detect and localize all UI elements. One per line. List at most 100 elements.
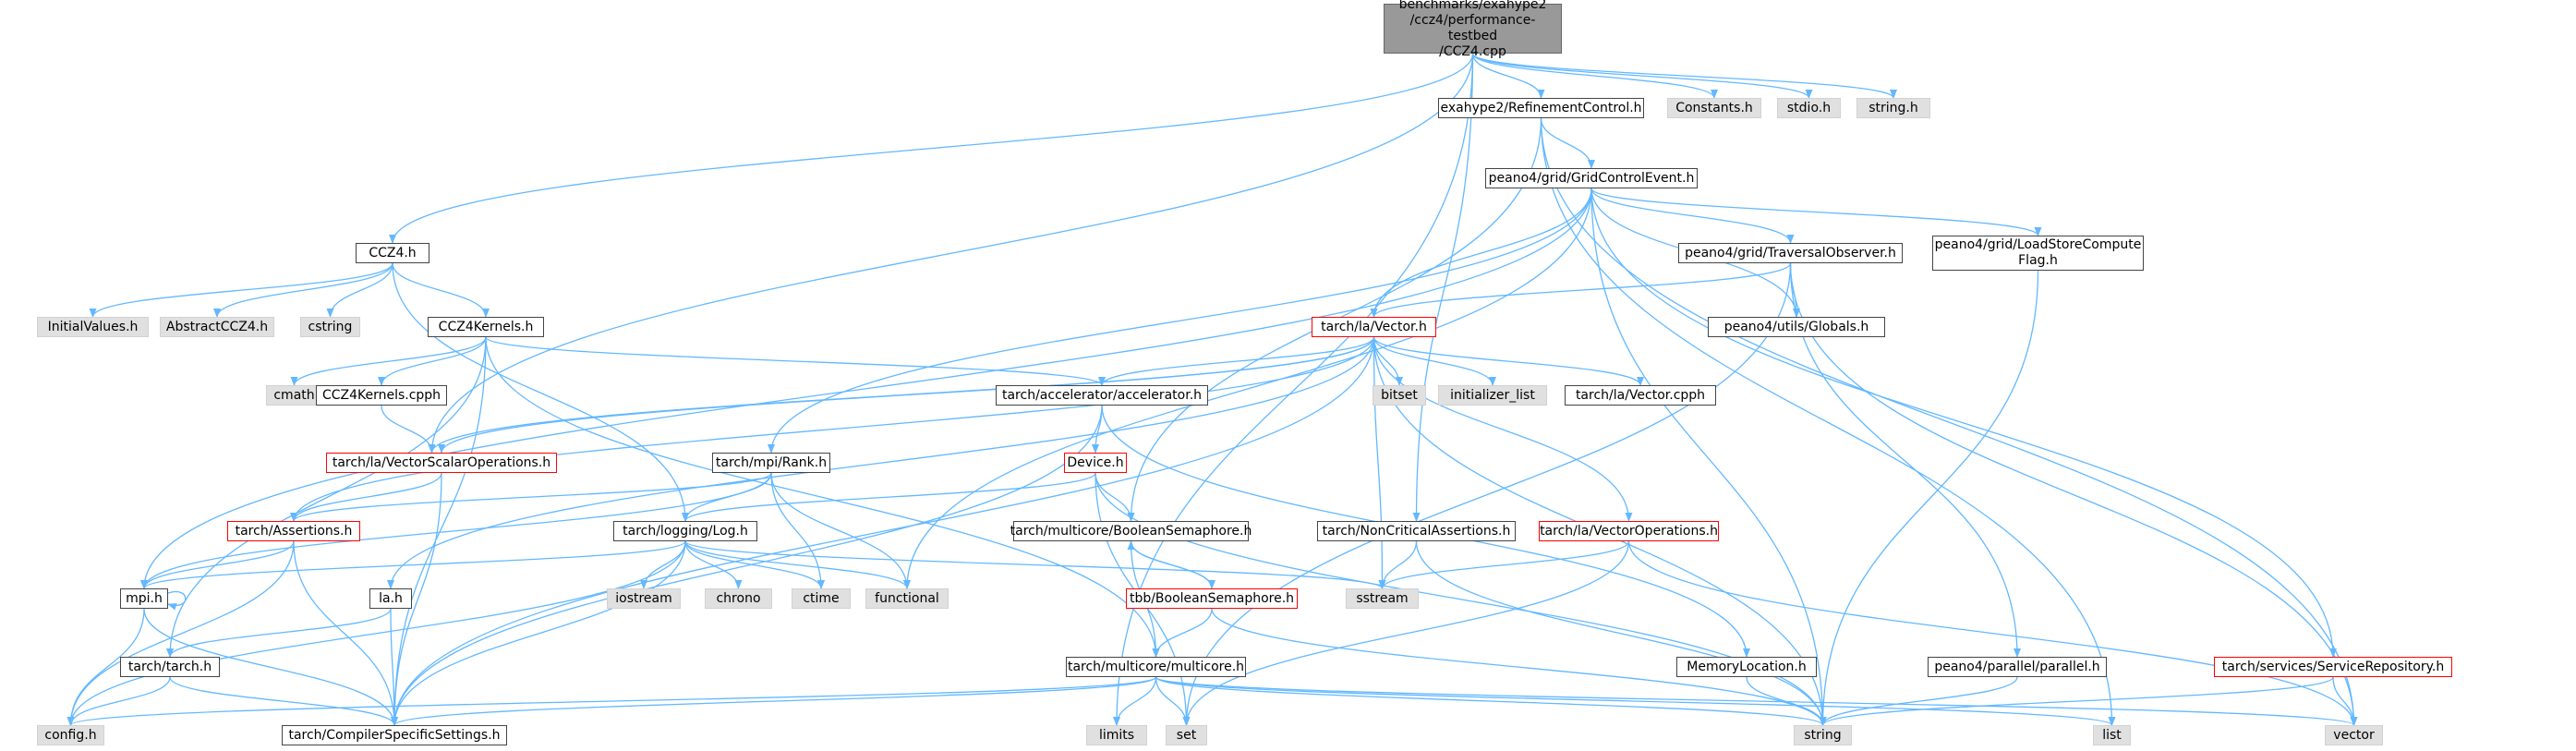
node-config-h[interactable]: config.h bbox=[37, 725, 104, 745]
node-set[interactable]: set bbox=[1166, 725, 1207, 745]
node-iostream[interactable]: iostream bbox=[607, 588, 681, 609]
node-vector-operations[interactable]: tarch/la/VectorOperations.h bbox=[1539, 521, 1719, 541]
node-noncritical-assertions[interactable]: tarch/NonCriticalAssertions.h bbox=[1317, 521, 1516, 541]
edge-noncritical-to-sstream bbox=[1378, 540, 1418, 589]
node-device-h[interactable]: Device.h bbox=[1064, 453, 1127, 473]
edge-kernelscpph-to-algorithm bbox=[381, 405, 436, 454]
edge-ccz4kernels-to-multicore bbox=[485, 336, 1160, 658]
edge-log-to-functional bbox=[684, 540, 911, 589]
edge-root-to-noncritical bbox=[1412, 53, 1474, 522]
edge-loadstore-to-string bbox=[1819, 270, 2039, 726]
edge-log-to-sstream bbox=[684, 540, 1386, 589]
edge-gridcontrol-to-loadstore bbox=[1590, 188, 2042, 236]
edge-multicore-to-list bbox=[1155, 676, 2116, 726]
node-initial-values[interactable]: InitialValues.h bbox=[37, 317, 149, 337]
edge-vectorops-to-set bbox=[1182, 540, 1630, 726]
edge-log-to-ctime bbox=[684, 540, 825, 589]
node-functional[interactable]: functional bbox=[865, 588, 949, 609]
node-tarch-accelerator[interactable]: tarch/accelerator/accelerator.h bbox=[996, 385, 1208, 406]
edge-tbbsem-to-multicore bbox=[1152, 608, 1213, 658]
node-chrono[interactable]: chrono bbox=[705, 588, 772, 609]
node-service-repository[interactable]: tarch/services/ServiceRepository.h bbox=[2214, 657, 2452, 677]
edge-ccz4h-to-ccz4kernels bbox=[392, 262, 490, 318]
edge-ccz4h-to-cstring bbox=[326, 262, 393, 318]
node-tarch-assertions[interactable]: tarch/Assertions.h bbox=[227, 521, 360, 541]
edge-vector-to-vso bbox=[438, 336, 1375, 454]
edge-ccz4h-to-log bbox=[392, 262, 689, 522]
edge-tarchh-to-compiler bbox=[169, 676, 398, 726]
edge-root-to-stringh bbox=[1471, 53, 1897, 99]
node-cstring[interactable]: cstring bbox=[300, 317, 360, 337]
node-ccz4-kernels[interactable]: CCZ4Kernels.h bbox=[428, 317, 544, 337]
node-traversal-observer[interactable]: peano4/grid/TraversalObserver.h bbox=[1678, 243, 1903, 263]
node-abstract-ccz4[interactable]: AbstractCCZ4.h bbox=[160, 317, 274, 337]
node-vector-scalar-operations[interactable]: tarch/la/VectorScalarOperations.h bbox=[326, 453, 557, 473]
edge-assertions-to-compiler bbox=[293, 540, 398, 726]
edge-layer bbox=[67, 53, 2358, 726]
edge-vector-to-lah bbox=[387, 336, 1375, 589]
edge-rank-to-ctime bbox=[770, 472, 825, 589]
node-tarch-la-vector-cpph[interactable]: tarch/la/Vector.cpph bbox=[1565, 385, 1716, 406]
edge-servicerepo-to-string bbox=[1819, 676, 2334, 726]
node-sstream[interactable]: sstream bbox=[1346, 588, 1419, 609]
node-peano4-utils-globals[interactable]: peano4/utils/Globals.h bbox=[1708, 317, 1885, 337]
node-ccz4-kernels-cpph[interactable]: CCZ4Kernels.cpph bbox=[316, 385, 447, 406]
node-initializer-list[interactable]: initializer_list bbox=[1438, 385, 1547, 406]
edge-servicerepo-to-vectorstd bbox=[2332, 676, 2358, 726]
node-load-store-compute-flag[interactable]: peano4/grid/LoadStoreCompute Flag.h bbox=[1932, 236, 2144, 271]
edge-gridcontrol-to-servicerepo bbox=[1590, 188, 2337, 658]
node-vector-std[interactable]: vector bbox=[2325, 725, 2383, 745]
node-mpi-h[interactable]: mpi.h bbox=[120, 588, 168, 609]
node-string-h[interactable]: string.h bbox=[1856, 98, 1930, 118]
edge-vector-to-initlist bbox=[1373, 336, 1496, 386]
node-ccz4-h[interactable]: CCZ4.h bbox=[356, 243, 429, 263]
edge-mpi-to-compiler bbox=[143, 608, 398, 726]
node-stdio[interactable]: stdio.h bbox=[1777, 98, 1841, 118]
edge-root-to-stdio bbox=[1471, 53, 1813, 99]
node-multicore-h[interactable]: tarch/multicore/multicore.h bbox=[1066, 657, 1246, 677]
node-bitset[interactable]: bitset bbox=[1373, 385, 1426, 406]
node-tarch-tarch-h[interactable]: tarch/tarch.h bbox=[120, 657, 220, 677]
edge-log-to-mpi bbox=[140, 540, 686, 589]
edge-assertions-to-config bbox=[67, 540, 295, 726]
node-tarch-mpi-rank[interactable]: tarch/mpi/Rank.h bbox=[712, 453, 830, 473]
node-root-file[interactable]: benchmarks/exahype2 /ccz4/performance-te… bbox=[1384, 0, 1562, 59]
edge-root-to-constants bbox=[1471, 53, 1718, 99]
edge-assertions-to-mpi bbox=[140, 540, 295, 589]
node-limits[interactable]: limits bbox=[1086, 725, 1147, 745]
node-tarch-la-vector[interactable]: tarch/la/Vector.h bbox=[1312, 317, 1436, 337]
edge-lah-to-compiler bbox=[390, 608, 398, 726]
edge-accelerator-to-compiler bbox=[391, 405, 1103, 726]
node-constants[interactable]: Constants.h bbox=[1667, 98, 1761, 118]
edge-log-to-config bbox=[67, 540, 686, 726]
edge-tbbsem-to-string bbox=[1211, 608, 1827, 726]
edge-ccz4h-to-initialvalues bbox=[89, 262, 393, 318]
node-boolean-semaphore[interactable]: tarch/multicore/BooleanSemaphore.h bbox=[1010, 521, 1252, 541]
edge-gridcontrol-to-functional bbox=[903, 188, 1592, 589]
node-peano4-parallel[interactable]: peano4/parallel/parallel.h bbox=[1928, 657, 2107, 677]
node-la-h[interactable]: la.h bbox=[369, 588, 412, 609]
edge-tbbsem-to-boolsem bbox=[1127, 540, 1213, 589]
edge-vector-to-assertions bbox=[290, 336, 1375, 522]
edge-refinement-to-vectorstd bbox=[1540, 117, 2358, 726]
edge-gridcontrol-to-traversal bbox=[1590, 188, 1795, 244]
node-memory-location[interactable]: MemoryLocation.h bbox=[1676, 657, 1817, 677]
edge-vector-to-vectorops bbox=[1373, 336, 1633, 522]
node-refinement-control[interactable]: exahype2/RefinementControl.h bbox=[1438, 98, 1644, 118]
node-tbb-boolean-semaphore[interactable]: tbb/BooleanSemaphore.h bbox=[1126, 588, 1298, 609]
edge-multicore-to-string bbox=[1155, 676, 1827, 726]
edge-rank-to-functional bbox=[770, 472, 911, 589]
edge-rank-to-assertions bbox=[290, 472, 772, 522]
edge-vector-to-vectorcpph bbox=[1373, 336, 1644, 386]
node-compiler-specific-settings[interactable]: tarch/CompilerSpecificSettings.h bbox=[282, 725, 507, 745]
node-cmath[interactable]: cmath bbox=[266, 385, 322, 406]
edge-traversal-to-vectorstd bbox=[1789, 262, 2358, 726]
node-tarch-logging-log[interactable]: tarch/logging/Log.h bbox=[613, 521, 757, 541]
node-list[interactable]: list bbox=[2093, 725, 2131, 745]
node-ctime[interactable]: ctime bbox=[792, 588, 851, 609]
edge-log-to-chrono bbox=[684, 540, 743, 589]
edge-traversal-to-vector bbox=[1370, 262, 1792, 318]
edge-rank-to-mpi bbox=[140, 472, 772, 589]
node-grid-control-event[interactable]: peano4/grid/GridControlEvent.h bbox=[1485, 168, 1698, 188]
node-string[interactable]: string bbox=[1794, 725, 1852, 745]
